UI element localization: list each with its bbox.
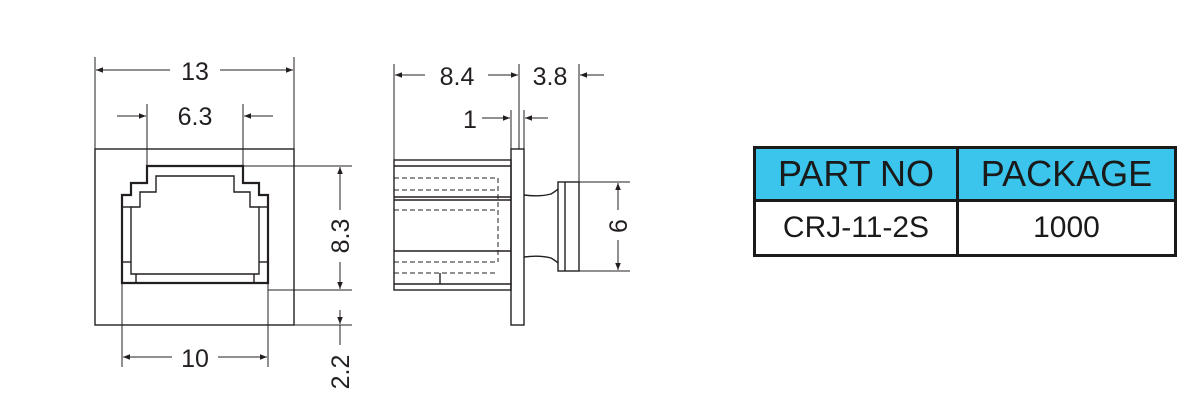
front-outer-body: [94, 148, 295, 326]
dim-opening-width: 6.3: [178, 103, 213, 131]
dim-side-cap-length: 3.8: [533, 63, 568, 91]
dim-bottom-width: 10: [181, 345, 209, 373]
dim-bottom-offset: 2.2: [327, 355, 355, 390]
dim-cap-height: 6: [605, 219, 633, 233]
spec-table: PART NO PACKAGE CRJ-11-2S 1000: [753, 146, 1177, 257]
cell-package: 1000: [959, 201, 1174, 254]
rj11-inner-wall: [130, 175, 260, 275]
dim-side-body-length: 8.4: [440, 63, 475, 91]
header-part-no: PART NO: [756, 149, 959, 202]
side-body: [393, 159, 512, 291]
header-package: PACKAGE: [959, 149, 1174, 202]
dim-front-height: 8.3: [327, 219, 355, 254]
dim-flange-thickness: 1: [463, 106, 477, 134]
cell-part-no: CRJ-11-2S: [756, 201, 959, 254]
rj11-opening: [120, 164, 270, 285]
dim-front-width: 13: [181, 58, 209, 86]
front-view: 13 6.3 8.3 2.2 10: [94, 57, 355, 390]
side-flange: [510, 148, 525, 326]
side-cap: [557, 181, 580, 272]
side-neck: [523, 188, 559, 264]
side-view: 8.4 3.8 1 6: [393, 63, 633, 326]
